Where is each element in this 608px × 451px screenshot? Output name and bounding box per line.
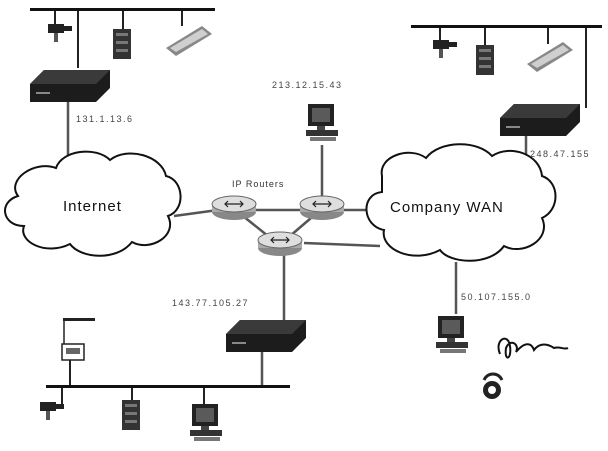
- server-icon: [113, 29, 131, 59]
- server-icon: [476, 45, 494, 75]
- signature-icon: [497, 337, 569, 359]
- internet-cloud: [4, 150, 182, 257]
- ip-routers-label: IP Routers: [232, 179, 285, 189]
- camera-icon: [40, 402, 64, 420]
- company-wan-cloud: [365, 143, 557, 262]
- top-right-lan: [411, 25, 602, 136]
- camera-icon: [48, 24, 72, 42]
- bottom-lan: [40, 318, 306, 441]
- server-icon: [122, 400, 140, 430]
- gateway-device-icon: [500, 104, 580, 136]
- desktop-pc-icon: [190, 404, 222, 441]
- gateway-device-icon: [226, 320, 306, 352]
- ip-address-bottom-gateway: 143.77.105.27: [172, 298, 250, 308]
- ip-address-top-right-gateway: 248.47.155: [530, 149, 591, 159]
- router-icon: [299, 195, 345, 221]
- ip-address-top-pc: 213.12.15.43: [272, 80, 343, 90]
- network-bus: [46, 385, 290, 388]
- network-bus: [30, 8, 215, 11]
- desktop-pc-icon: [436, 316, 468, 353]
- scanner-icon: [527, 42, 573, 72]
- router-icon: [257, 231, 303, 257]
- telephone-icon: [482, 372, 504, 399]
- company-wan-cloud-label: Company WAN: [390, 199, 504, 216]
- camera-icon: [433, 40, 457, 58]
- network-bus: [411, 25, 602, 28]
- ip-address-right-pc: 50.107.155.0: [461, 292, 532, 302]
- scanner-icon: [166, 26, 212, 56]
- ip-address-top-left-gateway: 131.1.13.6: [76, 114, 134, 124]
- fax-icon: [61, 318, 95, 361]
- gateway-device-icon: [30, 70, 110, 102]
- internet-cloud-label: Internet: [63, 198, 122, 215]
- router-icon: [211, 195, 257, 221]
- top-left-lan: [30, 8, 215, 102]
- desktop-pc-icon: [306, 104, 338, 141]
